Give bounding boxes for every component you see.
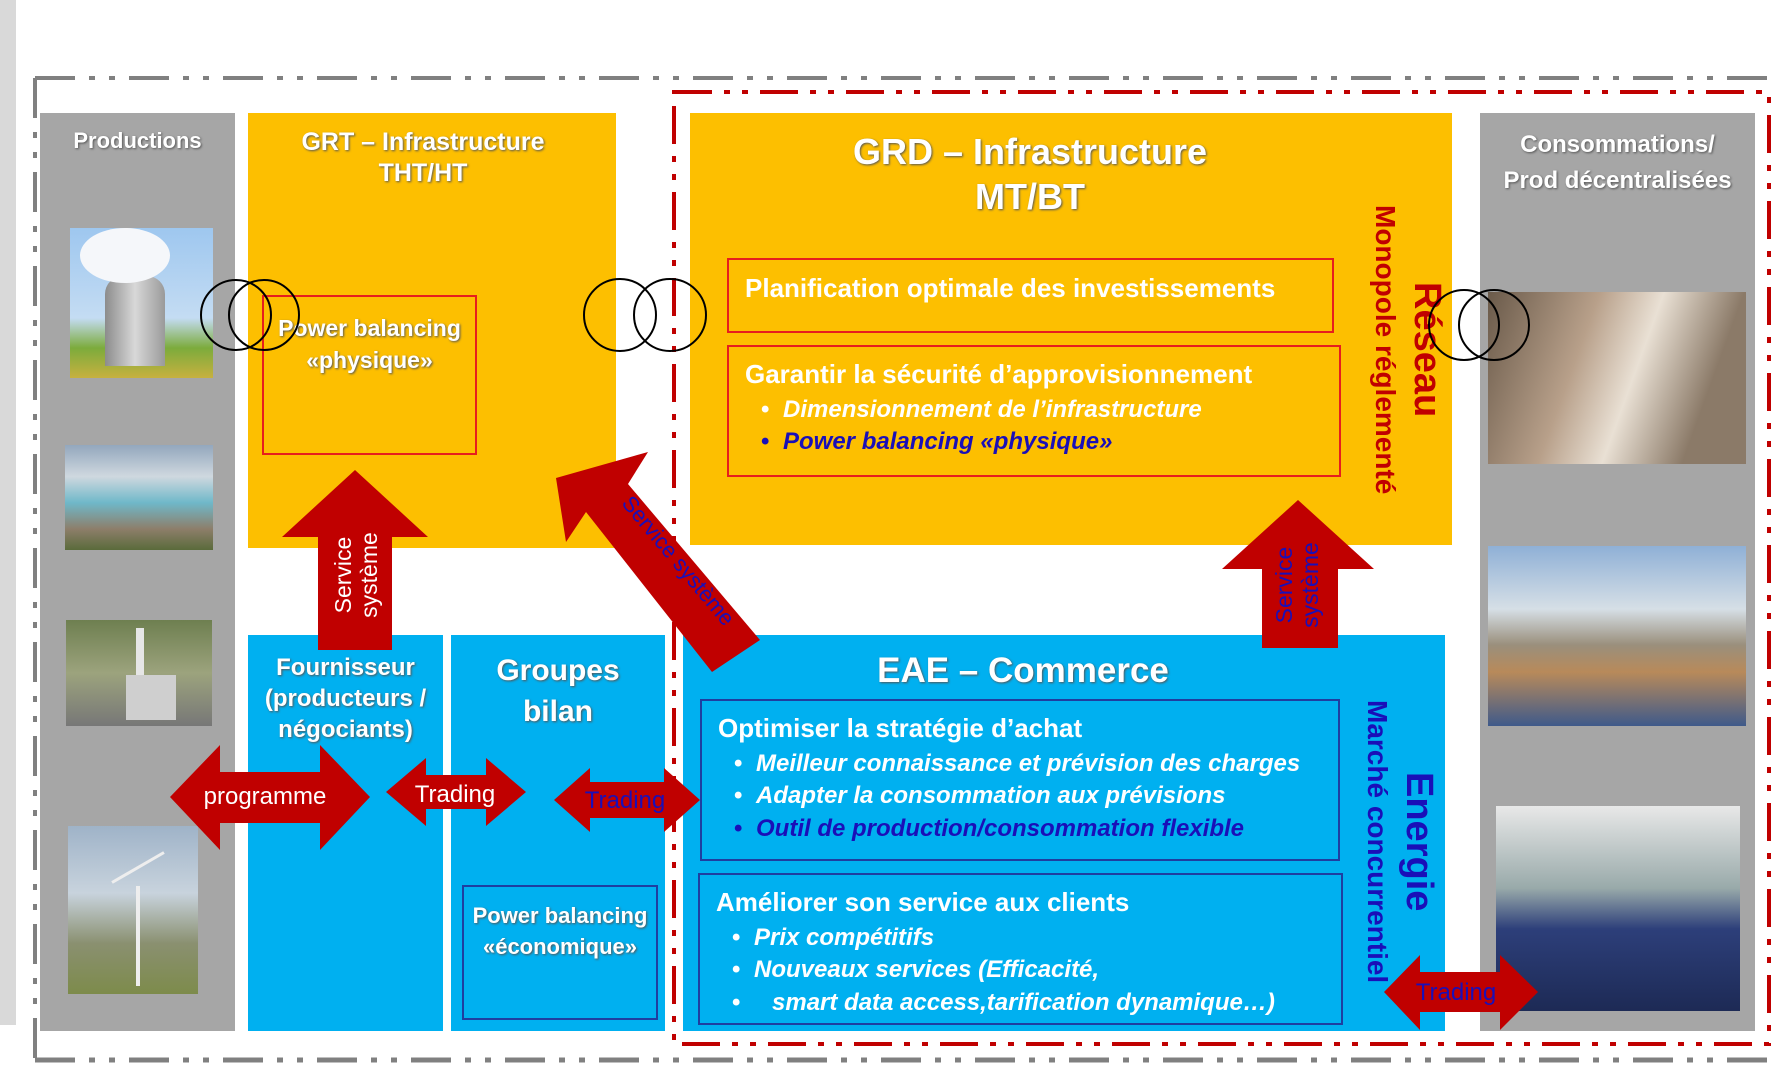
eae-service-item: Prix compétitifs xyxy=(716,922,1325,955)
grt-power-balancing-box: Power balancing «physique» xyxy=(262,295,477,455)
wind-turbine-image xyxy=(68,826,198,994)
grd-plan-label: Planification optimale des investissemen… xyxy=(745,273,1276,303)
biomass-plant-image xyxy=(1496,806,1740,1011)
grt-power-balancing-label: Power balancing «physique» xyxy=(278,315,461,374)
eae-service-title: Améliorer son service aux clients xyxy=(716,887,1130,917)
eae-title: EAE – Commerce xyxy=(877,651,1169,690)
trading-label-2: Trading xyxy=(584,787,666,814)
eae-achat-item: Adapter la consommation aux prévisions xyxy=(718,780,1322,813)
conso-title: Consommations/ Prod décentralisées xyxy=(1503,131,1732,194)
eae-service-item: smart data access,tarification dynamique… xyxy=(716,987,1325,1020)
grt-title: GRT – Infrastructure THT/HT xyxy=(301,128,545,188)
grd-secu-box: Garantir la sécurité d’approvisionnement… xyxy=(727,345,1341,477)
service-systeme-label-right: Service système xyxy=(1271,542,1324,628)
grd-secu-item: Dimensionnement de l’infrastructure xyxy=(745,394,1323,427)
programme-label: programme xyxy=(203,783,327,810)
eae-achat-box: Optimiser la stratégie d’achat Meilleur … xyxy=(700,699,1340,861)
trading-label-1: Trading xyxy=(414,781,496,808)
nuclear-plant-image xyxy=(70,228,213,378)
energie-label: Energie xyxy=(1398,772,1440,912)
grd-title-line1: GRD – Infrastructure xyxy=(852,131,1208,172)
street-image xyxy=(1488,292,1746,464)
service-systeme-label-left: Service système xyxy=(330,532,383,618)
groupes-bilan-title: Groupes bilan xyxy=(496,654,620,728)
energie-label-group: Energie Marché concurrentiel xyxy=(1350,672,1440,1012)
groupes-bilan-box: Groupes bilan xyxy=(451,635,665,1031)
city-solar-image xyxy=(1488,546,1746,726)
energie-sub-label: Marché concurrentiel xyxy=(1362,700,1393,984)
service-systeme-label-right-wrap: Service système xyxy=(1265,530,1335,640)
grd-secu-item: Power balancing «physique» xyxy=(745,426,1323,459)
thermal-plant-image xyxy=(66,620,212,726)
reseau-label-group: Réseau Monopole réglementé xyxy=(1358,160,1448,540)
grd-title-line2: MT/BT xyxy=(975,176,1085,217)
eae-achat-item: Outil de production/consommation flexibl… xyxy=(718,813,1322,846)
dam-image xyxy=(65,445,213,550)
grd-box: GRD – Infrastructure MT/BT xyxy=(690,113,1452,545)
eae-service-box: Améliorer son service aux clients Prix c… xyxy=(698,873,1343,1025)
eae-achat-item: Meilleur connaissance et prévision des c… xyxy=(718,748,1322,781)
service-systeme-label-left-wrap: Service système xyxy=(320,520,390,630)
eae-service-item: Nouveaux services (Efficacité, xyxy=(716,954,1325,987)
reseau-label: Réseau xyxy=(1406,282,1448,418)
reseau-sub-label: Monopole réglementé xyxy=(1370,205,1401,495)
grd-plan-box: Planification optimale des investissemen… xyxy=(727,258,1334,333)
fournisseur-box: Fournisseur (producteurs / négociants) xyxy=(248,635,443,1031)
eae-achat-title: Optimiser la stratégie d’achat xyxy=(718,713,1083,743)
groupes-power-balancing-box: Power balancing «économique» xyxy=(462,885,658,1020)
grd-secu-title: Garantir la sécurité d’approvisionnement xyxy=(745,359,1253,389)
productions-title: Productions xyxy=(73,128,202,153)
trading-label-3: Trading xyxy=(1415,979,1497,1006)
fournisseur-title: Fournisseur (producteurs / négociants) xyxy=(264,654,427,744)
groupes-power-balancing-label: Power balancing «économique» xyxy=(472,903,648,959)
